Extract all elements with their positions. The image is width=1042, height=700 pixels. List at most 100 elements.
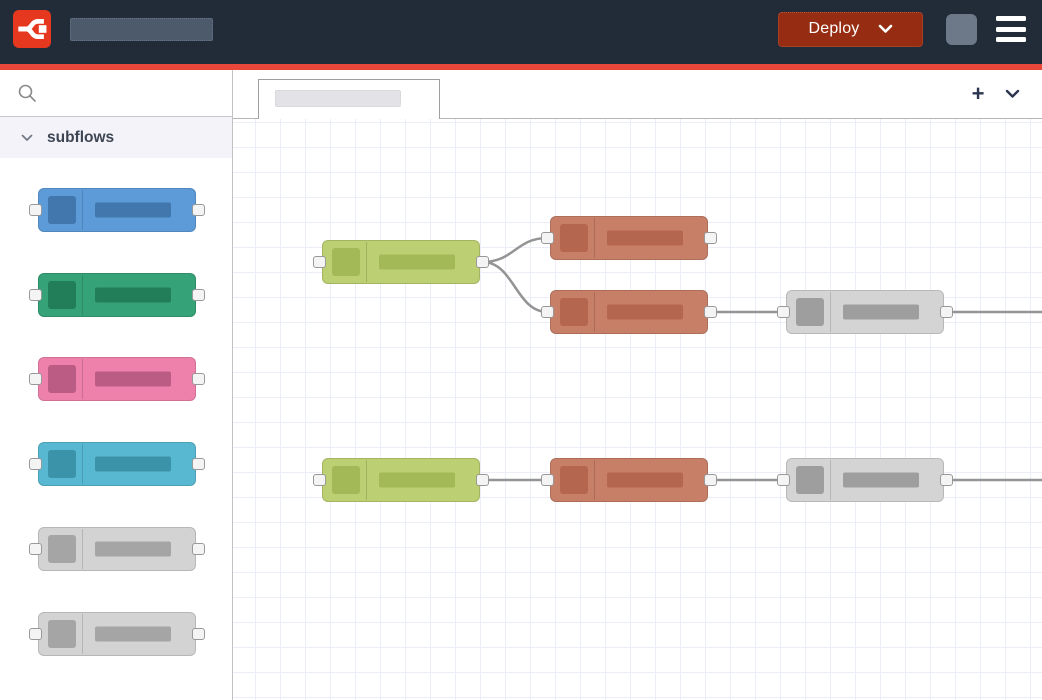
palette-search[interactable] xyxy=(0,70,232,117)
deploy-button[interactable]: Deploy xyxy=(778,11,923,47)
node-input-port[interactable] xyxy=(541,232,554,244)
node-icon xyxy=(560,466,588,494)
node-separator xyxy=(594,460,595,500)
node-icon xyxy=(48,620,76,648)
node-output-port[interactable] xyxy=(192,373,205,385)
flow-list-button[interactable] xyxy=(1000,79,1024,109)
palette-node-green[interactable] xyxy=(29,273,205,317)
flow-node-salmon-2[interactable] xyxy=(541,290,717,334)
chevron-down-icon xyxy=(21,134,33,141)
node-label-placeholder xyxy=(843,472,919,488)
node-input-port[interactable] xyxy=(29,373,42,385)
node-label-placeholder xyxy=(607,304,683,320)
node-output-port[interactable] xyxy=(192,628,205,640)
node-output-port[interactable] xyxy=(192,289,205,301)
node-input-port[interactable] xyxy=(777,474,790,486)
add-flow-button[interactable]: + xyxy=(966,79,990,109)
node-output-port[interactable] xyxy=(192,458,205,470)
node-input-port[interactable] xyxy=(29,289,42,301)
node-icon xyxy=(48,535,76,563)
flow-node-gray-1[interactable] xyxy=(777,290,953,334)
flow-node-salmon-1[interactable] xyxy=(541,216,717,260)
node-input-port[interactable] xyxy=(541,474,554,486)
node-input-port[interactable] xyxy=(29,628,42,640)
flow-node-gray-2[interactable] xyxy=(777,458,953,502)
plus-icon: + xyxy=(971,81,985,106)
node-separator xyxy=(594,292,595,332)
node-separator xyxy=(830,292,831,332)
app-logo xyxy=(13,10,51,48)
palette-node-gray-1[interactable] xyxy=(29,527,205,571)
node-input-port[interactable] xyxy=(29,458,42,470)
node-separator xyxy=(82,614,83,654)
node-separator xyxy=(594,218,595,258)
header-bar: Deploy xyxy=(0,0,1042,70)
node-icon xyxy=(560,298,588,326)
tab-label-placeholder xyxy=(275,90,401,107)
node-output-port[interactable] xyxy=(476,256,489,268)
node-output-port[interactable] xyxy=(940,306,953,318)
chevron-down-icon xyxy=(1005,89,1019,98)
node-label-placeholder xyxy=(607,472,683,488)
node-separator xyxy=(366,242,367,282)
node-input-port[interactable] xyxy=(313,256,326,268)
palette-node-pink[interactable] xyxy=(29,357,205,401)
node-label-placeholder xyxy=(95,287,171,303)
palette-node-cyan[interactable] xyxy=(29,442,205,486)
node-icon xyxy=(796,466,824,494)
node-separator xyxy=(366,460,367,500)
flow-canvas[interactable] xyxy=(233,119,1042,700)
node-input-port[interactable] xyxy=(777,306,790,318)
flow-node-olive-2[interactable] xyxy=(313,458,489,502)
node-output-port[interactable] xyxy=(704,306,717,318)
node-icon xyxy=(796,298,824,326)
node-input-port[interactable] xyxy=(29,204,42,216)
node-output-port[interactable] xyxy=(704,474,717,486)
hamburger-menu-icon[interactable] xyxy=(996,16,1026,42)
deploy-label: Deploy xyxy=(808,20,860,37)
tab-actions: + xyxy=(966,70,1024,118)
node-icon xyxy=(48,365,76,393)
node-separator xyxy=(82,529,83,569)
node-output-port[interactable] xyxy=(704,232,717,244)
node-separator xyxy=(82,190,83,230)
node-label-placeholder xyxy=(379,254,455,270)
flow-node-salmon-3[interactable] xyxy=(541,458,717,502)
palette-node-list xyxy=(0,70,232,700)
wire[interactable] xyxy=(482,260,548,314)
node-icon xyxy=(332,248,360,276)
node-icon xyxy=(48,196,76,224)
palette-node-blue[interactable] xyxy=(29,188,205,232)
node-red-branch-icon xyxy=(18,19,47,39)
chevron-down-icon xyxy=(878,24,892,33)
node-input-port[interactable] xyxy=(313,474,326,486)
node-label-placeholder xyxy=(95,371,171,387)
node-label-placeholder xyxy=(95,456,171,472)
palette-category-label: subflows xyxy=(47,128,115,146)
wire[interactable] xyxy=(482,236,548,264)
user-avatar[interactable] xyxy=(946,13,977,45)
palette-node-gray-2[interactable] xyxy=(29,612,205,656)
node-label-placeholder xyxy=(607,230,683,246)
search-icon xyxy=(18,84,36,102)
flow-node-olive-1[interactable] xyxy=(313,240,489,284)
node-input-port[interactable] xyxy=(541,306,554,318)
node-input-port[interactable] xyxy=(29,543,42,555)
wires-layer xyxy=(482,236,1042,482)
node-label-placeholder xyxy=(95,541,171,557)
node-output-port[interactable] xyxy=(940,474,953,486)
palette-category-subflows[interactable]: subflows xyxy=(0,117,232,158)
flow-tab[interactable] xyxy=(258,79,440,119)
workspace-tab-bar: + xyxy=(233,70,1042,119)
node-separator xyxy=(82,444,83,484)
node-separator xyxy=(82,275,83,315)
node-output-port[interactable] xyxy=(192,543,205,555)
node-icon xyxy=(560,224,588,252)
node-separator xyxy=(82,359,83,399)
node-output-port[interactable] xyxy=(192,204,205,216)
node-output-port[interactable] xyxy=(476,474,489,486)
node-icon xyxy=(332,466,360,494)
workspace-title-placeholder xyxy=(70,17,213,41)
flow-node-list xyxy=(233,119,1042,700)
